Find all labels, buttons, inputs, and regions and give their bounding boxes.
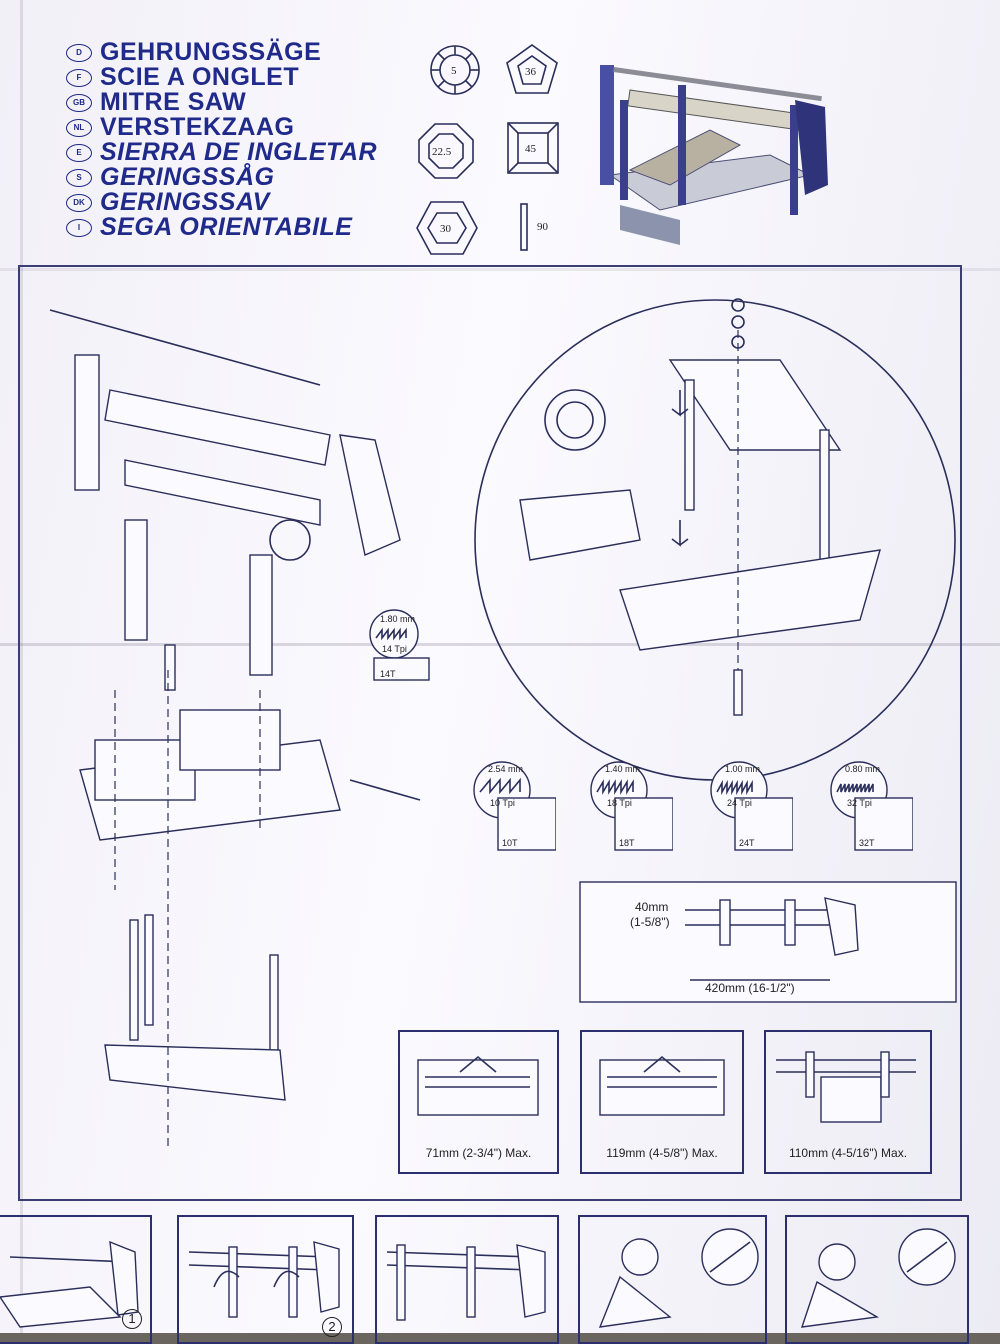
paper-fold [0,268,1000,271]
capacity-label-2: 119mm (4-5/8") Max. [606,1146,718,1160]
blade-24t: 1.00 mm 24 Tpi 24T [705,760,794,852]
capacity-diagram-3 [776,1051,916,1123]
svg-text:14T: 14T [380,669,396,679]
blade-18t-diagram: 1.40 mm 18 Tpi 18T [590,761,674,851]
capacity-panel-1: 71mm (2-3/4") Max. [398,1030,559,1174]
step-4-diagram [598,1228,759,1328]
capacity-label-3: 110mm (4-5/16") Max. [788,1146,908,1160]
step-number-2: 2 [322,1317,342,1337]
svg-text:5: 5 [451,65,457,77]
blade-18t: 1.40 mm 18 Tpi 18T [585,760,674,852]
mitre-saw-product-image [600,65,828,245]
svg-text:45: 45 [525,143,537,155]
step-1-diagram [0,1240,139,1328]
svg-text:24T: 24T [739,838,755,848]
blade-32t-diagram: 0.80 mm 32 Tpi 32T [830,761,914,851]
svg-text:1.80 mm: 1.80 mm [380,614,415,624]
blade-detail-14t: 1.80 mm 14 Tpi 14T [362,608,432,682]
step-3-diagram [386,1244,546,1321]
circle-5-degree-icon: 5 [430,45,480,95]
bar-90-degree-icon: 90 [520,203,549,251]
exploded-view-panel [18,265,962,1201]
blade-10t: 2.54 mm 10 Tpi 10T [468,760,557,852]
svg-text:14 Tpi: 14 Tpi [382,644,407,654]
step-panel-4 [578,1215,767,1344]
octagon-22-5-degree-icon: 22.5 [418,123,474,179]
paper-fold [20,0,23,1333]
square-45-degree-icon: 45 [507,122,559,174]
blade-10t-diagram: 2.54 mm 10 Tpi 10T [473,761,557,851]
svg-text:90: 90 [537,221,549,233]
svg-text:30: 30 [440,223,452,235]
step-number-1: 1 [122,1309,142,1329]
svg-text:2.54 mm: 2.54 mm [488,764,523,774]
capacity-diagram-1 [417,1055,539,1116]
svg-text:1.40 mm: 1.40 mm [605,764,640,774]
height-mm-label: 40mm [635,900,669,914]
step-panel-1: 1 [0,1215,152,1344]
svg-text:32T: 32T [859,838,875,848]
pentagon-36-degree-icon: 36 [506,44,558,94]
svg-text:10T: 10T [502,838,518,848]
svg-text:18 Tpi: 18 Tpi [607,798,632,808]
exploded-view-drawing [49,298,957,1150]
step-5-diagram [800,1228,956,1328]
capacity-panel-3: 110mm (4-5/16") Max. [764,1030,932,1174]
step-2-diagram [188,1241,340,1318]
svg-text:18T: 18T [619,838,635,848]
blade-labels: 1.80 mm 14 Tpi 14T [380,614,415,679]
svg-text:36: 36 [525,66,537,78]
paper-fold [0,643,1000,646]
svg-text:24 Tpi: 24 Tpi [727,798,752,808]
height-in-label: (1-5/8") [630,915,670,929]
blade-teeth-diagram [369,609,430,681]
capacity-label-1: 71mm (2-3/4") Max. [425,1146,532,1160]
length-label: 420mm (16-1/2") [705,981,795,995]
svg-text:22.5: 22.5 [432,146,452,158]
blade-32t: 0.80 mm 32 Tpi 32T [825,760,914,852]
capacity-diagram-2 [599,1055,725,1116]
step-panel-3 [375,1215,559,1344]
step-panel-2: 2 [177,1215,354,1344]
svg-text:0.80 mm: 0.80 mm [845,764,880,774]
hexagon-30-degree-icon: 30 [416,201,478,255]
svg-text:10 Tpi: 10 Tpi [490,798,515,808]
blade-24t-diagram: 1.00 mm 24 Tpi 24T [710,761,794,851]
svg-text:1.00 mm: 1.00 mm [725,764,760,774]
svg-text:32 Tpi: 32 Tpi [847,798,872,808]
capacity-panel-2: 119mm (4-5/8") Max. [580,1030,744,1174]
step-panel-5 [785,1215,969,1344]
